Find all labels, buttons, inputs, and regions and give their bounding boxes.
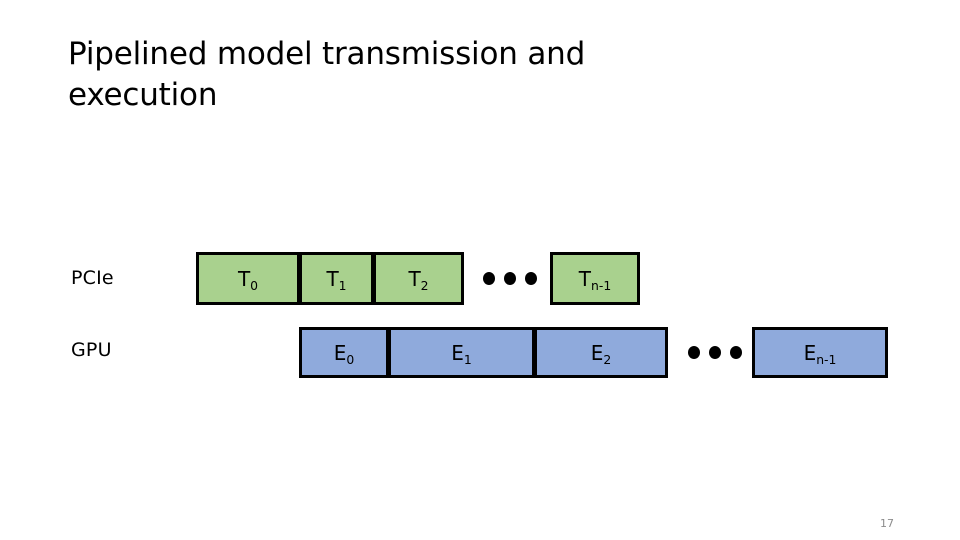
execution-box-2: E2 <box>534 327 668 378</box>
ellipsis-dot <box>709 346 721 359</box>
page-number: 17 <box>880 517 894 530</box>
transmission-box-2-sub: 2 <box>420 277 429 293</box>
transmission-box-last: Tn-1 <box>550 252 640 305</box>
transmission-box-1-label: T1 <box>326 266 346 292</box>
page-title: Pipelined model transmission and executi… <box>68 36 586 114</box>
execution-box-last-label: En-1 <box>803 340 837 366</box>
execution-box-1: E1 <box>388 327 535 378</box>
transmission-row-ellipsis-icon <box>483 272 537 285</box>
execution-box-last-base: E <box>803 340 817 365</box>
ellipsis-dot <box>504 272 516 285</box>
transmission-box-1-sub: 1 <box>338 277 347 293</box>
transmission-box-last-label: Tn-1 <box>578 266 611 292</box>
transmission-box-last-sub: n-1 <box>591 277 612 293</box>
ellipsis-dot <box>525 272 537 285</box>
execution-box-2-base: E <box>590 340 604 365</box>
execution-box-0-sub: 0 <box>346 351 355 367</box>
transmission-box-1-base: T <box>326 266 339 291</box>
execution-box-0: E0 <box>299 327 389 378</box>
execution-box-0-base: E <box>333 340 347 365</box>
transmission-box-0-label: T0 <box>237 266 258 292</box>
ellipsis-dot <box>688 346 700 359</box>
execution-row-ellipsis-icon <box>688 346 742 359</box>
ellipsis-dot <box>483 272 495 285</box>
execution-box-2-label: E2 <box>590 340 612 366</box>
execution-box-1-label: E1 <box>451 340 472 366</box>
transmission-box-2: T2 <box>373 252 464 305</box>
transmission-box-2-base: T <box>408 266 421 291</box>
execution-box-last: En-1 <box>752 327 888 378</box>
transmission-box-0: T0 <box>196 252 300 305</box>
transmission-box-0-base: T <box>237 266 251 291</box>
row-label-pcie: PCIe <box>71 267 114 289</box>
ellipsis-dot <box>730 346 742 359</box>
execution-box-1-base: E <box>451 340 464 365</box>
transmission-box-1: T1 <box>299 252 374 305</box>
transmission-box-last-base: T <box>578 266 591 291</box>
execution-box-last-sub: n-1 <box>816 351 837 367</box>
transmission-box-2-label: T2 <box>408 266 428 292</box>
execution-box-2-sub: 2 <box>603 351 612 367</box>
execution-box-0-label: E0 <box>333 340 355 366</box>
execution-box-1-sub: 1 <box>463 351 472 367</box>
row-label-gpu: GPU <box>71 339 112 361</box>
transmission-box-0-sub: 0 <box>250 277 259 293</box>
